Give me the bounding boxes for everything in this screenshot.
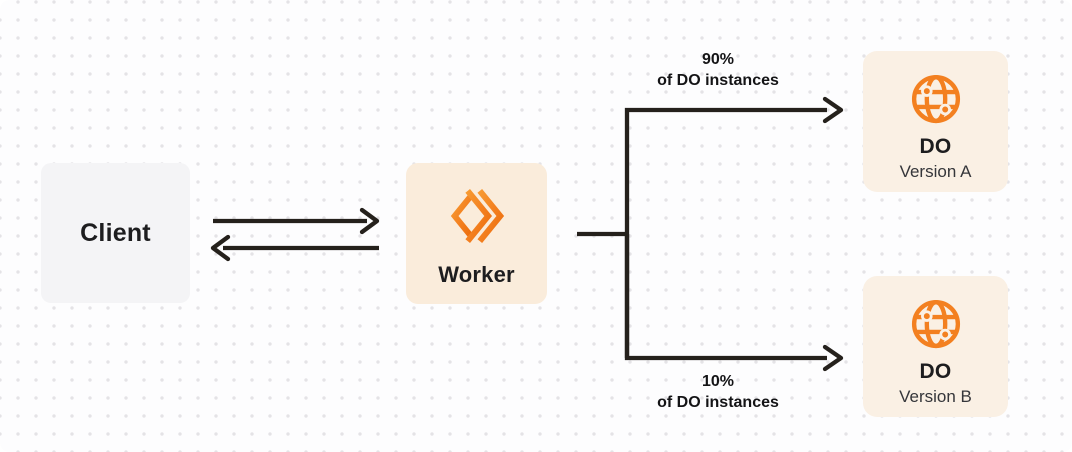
traffic-split-connector	[577, 96, 844, 372]
branch-b-arrow	[624, 234, 827, 361]
branch-a-arrow	[624, 107, 827, 358]
branch-a-label: 90% of DO instances	[598, 49, 838, 91]
branch-b-label: 10% of DO instances	[598, 371, 838, 413]
client-node: Client	[41, 163, 190, 303]
workers-logo-icon	[450, 188, 504, 243]
branch-a-caption: of DO instances	[657, 72, 779, 89]
worker-node: Worker	[406, 163, 547, 304]
do-b-subtitle: Version B	[899, 387, 972, 406]
arrow-to-worker	[213, 207, 380, 235]
do-version-a-node: DO Version A	[863, 51, 1008, 192]
client-label: Client	[80, 218, 151, 247]
branch-b-caption: of DO instances	[657, 394, 779, 411]
branch-a-percent: 90%	[701, 51, 735, 68]
worker-label: Worker	[438, 261, 515, 287]
client-worker-arrows	[210, 207, 380, 262]
globe-icon	[911, 74, 960, 124]
do-version-b-node: DO Version B	[863, 276, 1008, 417]
branch-a-arrowhead-icon	[822, 96, 844, 124]
do-a-title: DO	[919, 135, 952, 158]
globe-icon	[911, 299, 960, 349]
arrow-to-client	[210, 234, 379, 262]
branch-b-arrowhead-icon	[822, 344, 844, 372]
do-a-subtitle: Version A	[899, 162, 972, 181]
do-b-title: DO	[919, 360, 952, 383]
branch-b-percent: 10%	[701, 373, 735, 390]
